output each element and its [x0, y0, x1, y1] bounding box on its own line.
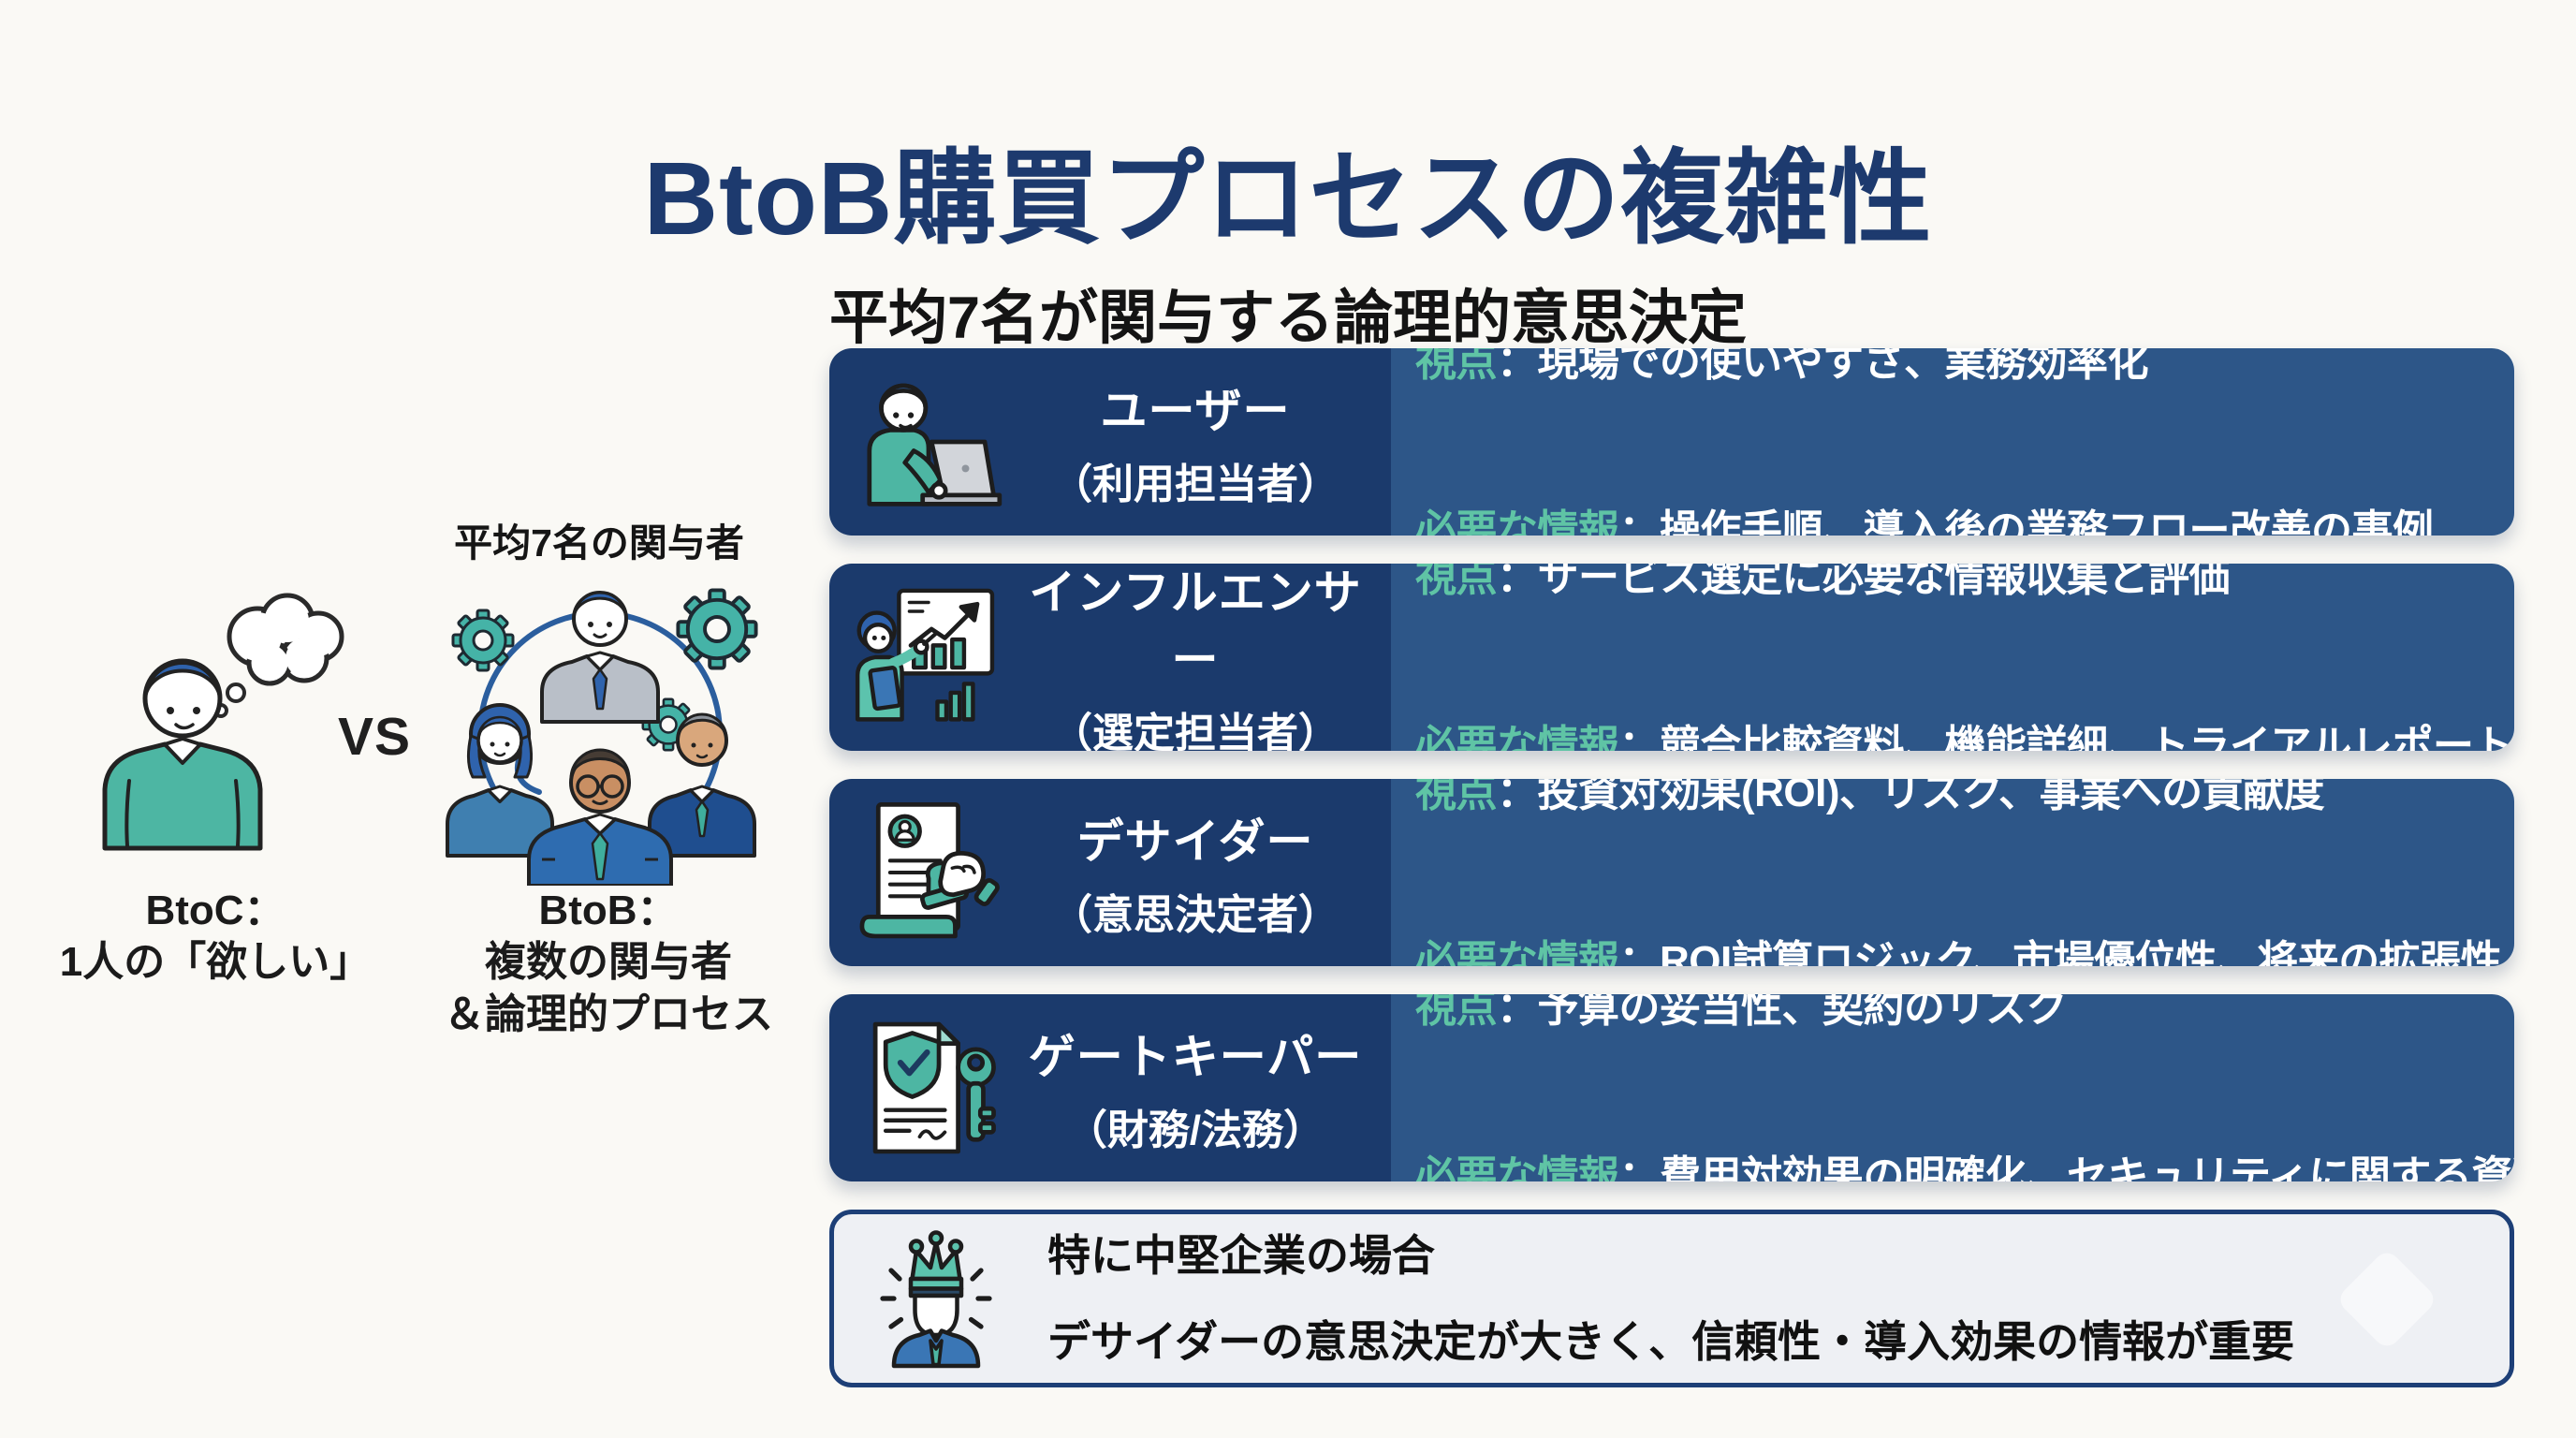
role-card-gatekeeper-details: 視点：予算の妥当性、契約のリスク 必要な情報：費用対効果の明確化、セキュリティに…	[1391, 994, 2514, 1181]
role-title: ユーザー	[1100, 385, 1291, 437]
role-card-user: ユーザー （利用担当者） 視点：現場での使いやすさ、業務効率化 必要な情報：操作…	[829, 348, 2514, 536]
role-card-gatekeeper-header: ゲートキーパー （財務/法務）	[829, 994, 1391, 1181]
note-text: 特に中堅企業の場合 デサイダーの意思決定が大きく、信頼性・導入効果の情報が重要	[1047, 1214, 2295, 1383]
role-card-decider: デサイダー （意思決定者） 視点：投資対効果(ROI)、リスク、事業への貢献度 …	[829, 779, 2514, 966]
note-box: 特に中堅企業の場合 デサイダーの意思決定が大きく、信頼性・導入効果の情報が重要	[829, 1210, 2514, 1387]
btob-caption-line1: BtoB：	[538, 888, 679, 933]
role-title: デサイダー	[1076, 815, 1314, 868]
stakeholder-group-icon	[446, 588, 758, 886]
group-count-label: 平均7名の関与者	[454, 521, 744, 565]
btoc-caption-line2: 1人の「欲しい」	[59, 939, 372, 986]
vs-label: VS	[337, 707, 412, 767]
btob-caption-line2: 複数の関与者	[485, 939, 732, 986]
role-title: インフルエンサー	[1029, 566, 1362, 686]
btob-caption: BtoB： 複数の関与者 ＆論理的プロセス	[423, 885, 794, 1040]
role-subtitle: （財務/法務）	[1065, 1108, 1325, 1153]
role-card-influencer: インフルエンサー （選定担当者） 視点：サービス選定に必要な情報収集と評価 必要…	[829, 564, 2514, 751]
thinking-person-icon	[102, 593, 344, 851]
page-subtitle: 平均7名が関与する論理的意思決定	[828, 286, 1748, 351]
note-line2: デサイダーの意思決定が大きく、信頼性・導入効果の情報が重要	[1047, 1317, 2295, 1366]
info-line: 必要な情報：競合比較資料、機能詳細、トライアルレポート	[1415, 723, 2514, 751]
page-title: BtoB購買プロセスの複雑性	[643, 140, 1933, 257]
role-card-influencer-header: インフルエンサー （選定担当者）	[829, 564, 1391, 751]
viewpoint-line: 視点：サービス選定に必要な情報収集と評価	[1415, 564, 2231, 600]
viewpoint-line: 視点：投資対効果(ROI)、リスク、事業への貢献度	[1415, 779, 2325, 815]
crowned-decider-icon	[866, 1228, 1006, 1369]
role-card-decider-header: デサイダー （意思決定者）	[829, 779, 1391, 966]
info-line: 必要な情報：費用対効果の明確化、セキュリティに関する資料	[1415, 1153, 2514, 1181]
decider-stamp-icon	[852, 796, 1005, 949]
role-card-gatekeeper: ゲートキーパー （財務/法務） 視点：予算の妥当性、契約のリスク 必要な情報：費…	[829, 994, 2514, 1181]
gatekeeper-shield-key-icon	[852, 1011, 1005, 1165]
role-card-user-details: 視点：現場での使いやすさ、業務効率化 必要な情報：操作手順、導入後の業務フロー改…	[1391, 348, 2514, 536]
viewpoint-line: 視点：現場での使いやすさ、業務効率化	[1415, 348, 2149, 385]
note-line1: 特に中堅企業の場合	[1047, 1231, 1435, 1280]
btob-caption-line3: ＆論理的プロセス	[444, 990, 773, 1037]
role-card-user-header: ユーザー （利用担当者）	[829, 348, 1391, 536]
role-card-influencer-details: 視点：サービス選定に必要な情報収集と評価 必要な情報：競合比較資料、機能詳細、ト…	[1391, 564, 2514, 751]
role-subtitle: （選定担当者）	[1051, 711, 1339, 751]
info-line: 必要な情報：ROI試算ロジック、市場優位性、将来の拡張性	[1415, 938, 2502, 966]
user-laptop-icon	[852, 365, 1005, 519]
role-card-decider-details: 視点：投資対効果(ROI)、リスク、事業への貢献度 必要な情報：ROI試算ロジッ…	[1391, 779, 2514, 966]
role-title: ゲートキーパー	[1028, 1031, 1363, 1083]
sparkle-decoration	[2334, 1247, 2439, 1352]
influencer-chart-icon	[852, 580, 1005, 734]
viewpoint-line: 視点：予算の妥当性、契約のリスク	[1415, 994, 2068, 1031]
role-subtitle: （利用担当者）	[1051, 462, 1339, 507]
role-subtitle: （意思決定者）	[1051, 892, 1339, 938]
roles-list: ユーザー （利用担当者） 視点：現場での使いやすさ、業務効率化 必要な情報：操作…	[829, 348, 2514, 1181]
btoc-caption-line1: BtoC：	[145, 888, 285, 933]
btoc-caption: BtoC： 1人の「欲しい」	[49, 885, 382, 989]
info-line: 必要な情報：操作手順、導入後の業務フロー改善の事例	[1415, 507, 2434, 536]
